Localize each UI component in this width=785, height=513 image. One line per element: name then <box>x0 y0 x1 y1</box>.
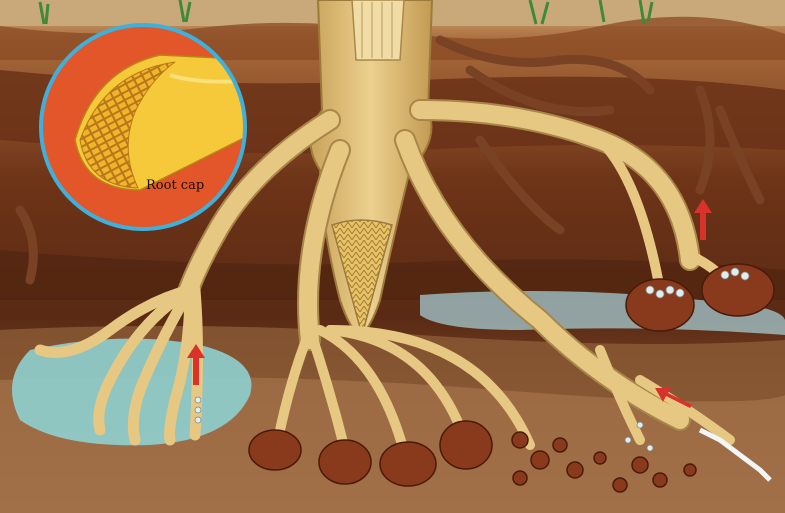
water-droplet-icon <box>646 286 654 294</box>
root-cap-label: Root cap <box>146 178 204 193</box>
soil-particle-icon <box>319 440 371 484</box>
soil-particle-icon <box>380 442 436 486</box>
soil-particle-icon <box>626 279 694 331</box>
soil-particle-icon <box>249 430 301 470</box>
soil-particle-icon <box>440 421 492 469</box>
